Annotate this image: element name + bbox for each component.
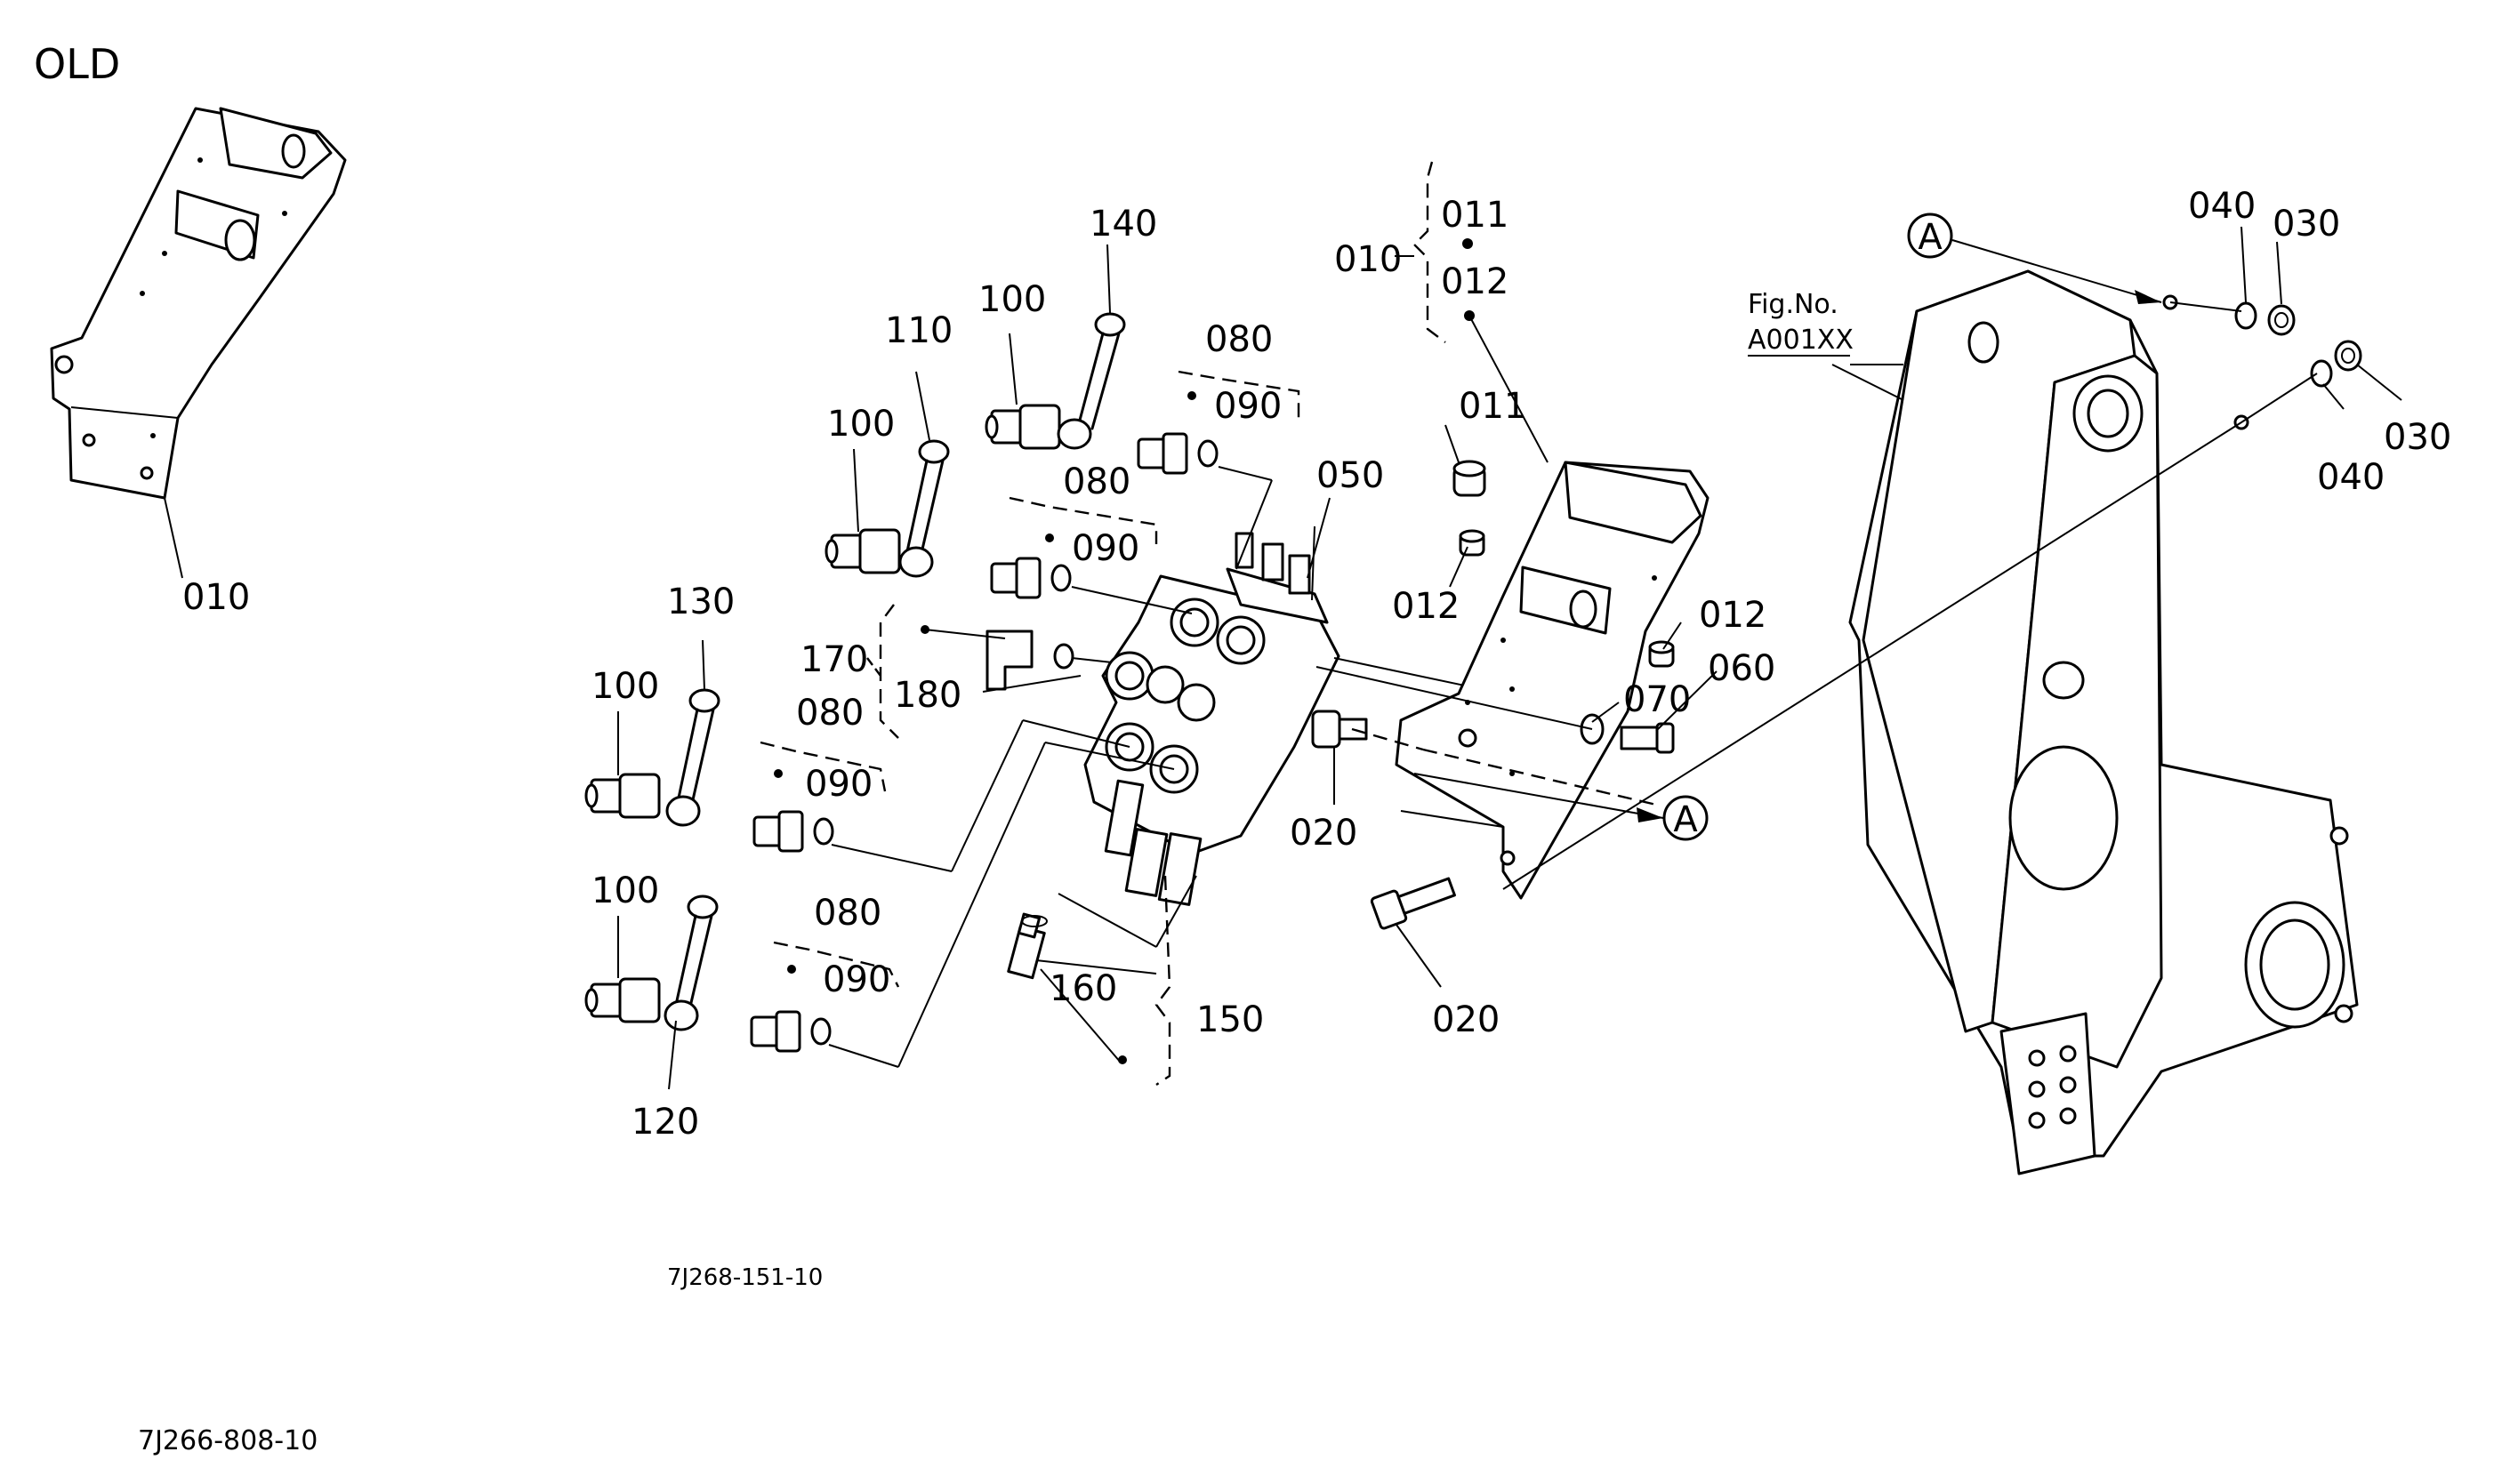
label-090-c: 090 [805, 764, 873, 805]
label-080-d: 080 [814, 893, 881, 934]
adapter-and-oring-drawings [750, 432, 1219, 1053]
reference-arrows [1413, 239, 2162, 822]
dust-cap-drawings [664, 312, 1126, 1031]
fig-ref-line1: Fig.No. [1748, 289, 1838, 320]
label-080-b: 080 [1063, 461, 1130, 502]
old-bracket-drawing [50, 107, 347, 579]
label-070: 070 [1623, 679, 1691, 720]
label-080-c: 080 [796, 693, 864, 734]
label-020-a: 020 [1290, 813, 1357, 854]
svg-text:A: A [1918, 217, 1943, 258]
label-060: 060 [1708, 648, 1775, 689]
label-090-b: 090 [1072, 528, 1139, 569]
svg-text:A: A [1673, 799, 1698, 840]
label-012-b: 012 [1392, 586, 1460, 627]
page-code: 7J266-808-10 [138, 1425, 318, 1456]
label-100-d: 100 [591, 870, 659, 911]
drawing-code: 7J268-151-10 [667, 1264, 823, 1291]
fitting-160-drawing [1007, 912, 1048, 980]
group-brackets [760, 161, 1549, 1086]
label-120: 120 [632, 1102, 699, 1143]
label-150: 150 [1196, 999, 1264, 1040]
label-180: 180 [894, 675, 961, 716]
tractor-frame-drawing [1502, 269, 2359, 1175]
label-011-a: 011 [1441, 195, 1508, 236]
label-110: 110 [885, 310, 953, 351]
label-100-b: 100 [827, 404, 895, 445]
ref-marker-a-top: A [1907, 213, 1953, 259]
label-010-group: 010 [1334, 239, 1402, 280]
label-020-b: 020 [1432, 999, 1500, 1040]
page-title: OLD [34, 40, 120, 88]
label-050: 050 [1316, 455, 1384, 496]
bolt-drawings [1311, 666, 1675, 930]
label-170: 170 [800, 639, 868, 680]
part-labels: 010 140 100 110 100 080 090 080 090 050 … [182, 186, 2451, 1143]
label-040-b: 040 [2317, 457, 2385, 498]
label-100-c: 100 [591, 666, 659, 707]
label-140: 140 [1090, 204, 1157, 245]
label-040-a: 040 [2188, 186, 2256, 227]
label-090-d: 090 [823, 959, 890, 1000]
ref-marker-a-mid: A [1662, 795, 1709, 841]
label-090-a: 090 [1214, 386, 1282, 427]
nut-washer-drawings [2169, 301, 2362, 423]
fig-ref-line2: A001XX [1748, 325, 1854, 356]
label-011-b: 011 [1459, 386, 1526, 427]
label-080-a: 080 [1205, 319, 1273, 360]
coupler-100-drawings [584, 404, 1061, 1023]
leader-lines [617, 226, 2402, 1090]
label-030-b: 030 [2384, 417, 2451, 458]
label-030-a: 030 [2273, 204, 2340, 245]
label-130: 130 [667, 582, 735, 622]
label-160: 160 [1050, 968, 1117, 1009]
label-012-a: 012 [1441, 261, 1508, 302]
mounting-bracket-drawing [1395, 461, 1710, 900]
label-100-a: 100 [978, 279, 1046, 320]
label-010-old: 010 [182, 577, 250, 618]
label-012-c: 012 [1699, 595, 1766, 636]
